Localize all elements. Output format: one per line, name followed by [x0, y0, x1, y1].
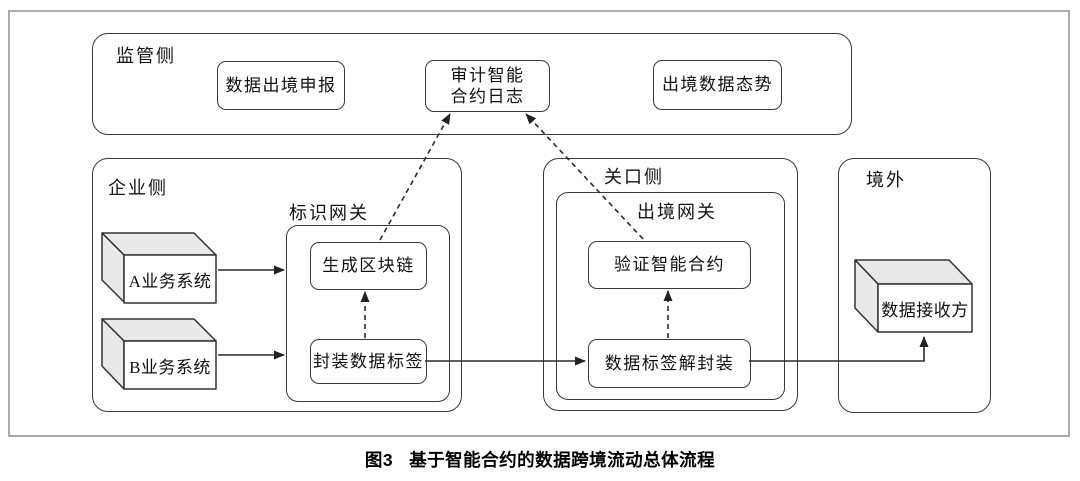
gen-blockchain-node: 生成区块链 [310, 242, 427, 290]
overseas-region-label: 境外 [866, 170, 906, 190]
audit-log-line2: 合约日志 [450, 87, 525, 106]
id-gateway-label: 标识网关 [289, 203, 369, 223]
enterprise-region-label: 企业侧 [108, 178, 168, 198]
verify-contract-node: 验证智能合约 [588, 241, 751, 289]
exit-gateway-label: 出境网关 [637, 202, 717, 222]
audit-log-node: 审计智能 合约日志 [425, 60, 550, 112]
system-a-label: A业务系统 [128, 271, 212, 291]
system-b-label: B业务系统 [129, 357, 211, 377]
pack-label-node: 封装数据标签 [310, 339, 427, 384]
regulator-region-label: 监管侧 [116, 46, 176, 66]
figure-caption: 图3 基于智能合约的数据跨境流动总体流程 [0, 447, 1080, 472]
unpack-label-node: 数据标签解封装 [588, 339, 751, 388]
audit-log-line1: 审计智能 [450, 65, 525, 85]
figure-caption-title: 基于智能合约的数据跨境流动总体流程 [409, 450, 716, 470]
checkpoint-region-label: 关口侧 [604, 167, 664, 187]
declare-node: 数据出境申报 [217, 61, 345, 110]
receiver-label: 数据接收方 [881, 300, 969, 320]
figure-caption-number: 图3 [364, 450, 394, 470]
situation-node: 出境数据态势 [653, 60, 782, 110]
